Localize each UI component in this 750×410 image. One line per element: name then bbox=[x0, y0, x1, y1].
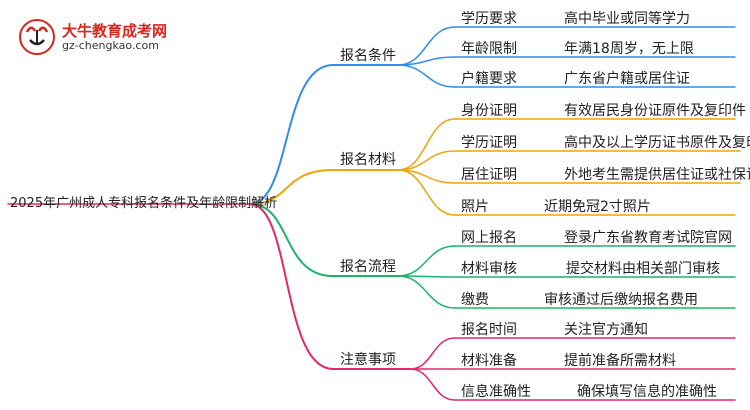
leaf-key: 学历要求 bbox=[461, 11, 517, 27]
leaf-connector bbox=[397, 64, 456, 88]
leaf-key: 照片 bbox=[461, 199, 489, 215]
leaf-value: 近期免冠2寸照片 bbox=[544, 199, 651, 215]
branch-label: 报名流程 bbox=[340, 259, 396, 275]
leaf-key: 居住证明 bbox=[461, 167, 517, 183]
site-logo[interactable]: 大牛教育成考网 gz-chengkao.com bbox=[18, 18, 178, 55]
leaf-value: 提交材料由相关部门审核 bbox=[566, 261, 720, 277]
leaf-key: 身份证明 bbox=[461, 103, 517, 119]
leaf-value: 提前准备所需材料 bbox=[564, 353, 676, 369]
leaf-value: 年满18周岁，无上限 bbox=[564, 41, 694, 57]
leaf-value: 高中毕业或同等学力 bbox=[564, 11, 690, 27]
leaf-value: 有效居民身份证原件及复印件 bbox=[564, 103, 746, 119]
leaf-connector bbox=[397, 275, 456, 309]
leaf-key: 网上报名 bbox=[461, 230, 517, 246]
leaf-key: 报名时间 bbox=[461, 322, 517, 338]
leaf-connector bbox=[397, 26, 456, 66]
leaf-key: 年龄限制 bbox=[461, 41, 517, 57]
leaf-connector bbox=[397, 169, 456, 216]
branch-connector bbox=[249, 203, 334, 277]
branch-connector bbox=[249, 169, 334, 205]
branch-connector bbox=[249, 64, 334, 205]
leaf-value: 关注官方通知 bbox=[564, 322, 648, 338]
leaf-key: 缴费 bbox=[461, 292, 489, 308]
leaf-key: 材料审核 bbox=[461, 261, 517, 277]
logo-title: 大牛教育成考网 bbox=[62, 22, 168, 40]
branch-label: 报名条件 bbox=[340, 48, 396, 64]
leaf-value: 登录广东省教育考试院官网 bbox=[564, 230, 732, 246]
leaf-key: 户籍要求 bbox=[461, 71, 517, 87]
branch-label: 报名材料 bbox=[340, 152, 396, 168]
leaf-key: 学历证明 bbox=[461, 135, 517, 151]
leaf-connector bbox=[409, 368, 456, 401]
bull-logo-icon bbox=[19, 19, 55, 55]
leaf-value: 外地考生需提供居住证或社保记录 bbox=[564, 167, 750, 183]
leaf-connector bbox=[397, 118, 456, 171]
branch-label: 注意事项 bbox=[340, 352, 396, 368]
leaf-connector bbox=[409, 337, 456, 370]
leaf-key: 材料准备 bbox=[461, 353, 517, 369]
leaf-connector bbox=[397, 245, 456, 277]
leaf-key: 信息准确性 bbox=[461, 384, 531, 400]
logo-url: gz-chengkao.com bbox=[62, 39, 159, 52]
leaf-value: 高中及以上学历证书原件及复印件 bbox=[564, 135, 750, 151]
root-topic: 2025年广州成人专科报名条件及年龄限制解析 bbox=[10, 196, 278, 211]
leaf-value: 审核通过后缴纳报名费用 bbox=[544, 292, 698, 308]
branch-connector bbox=[249, 203, 334, 370]
leaf-value: 确保填写信息的准确性 bbox=[577, 384, 717, 400]
leaf-value: 广东省户籍或居住证 bbox=[564, 71, 690, 87]
leaf-connector bbox=[397, 150, 456, 171]
